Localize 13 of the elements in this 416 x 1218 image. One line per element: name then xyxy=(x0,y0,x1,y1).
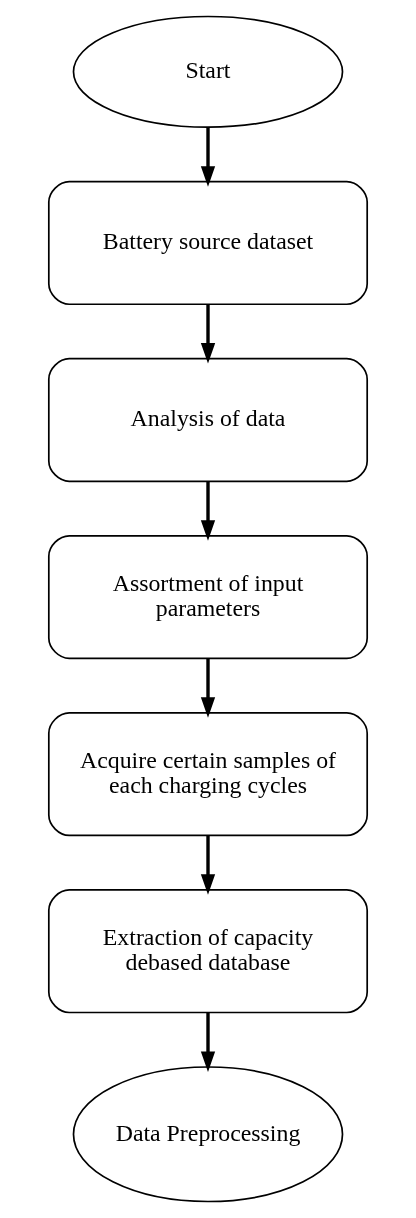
node-box: Acquire certain samples of each charging cycles xyxy=(47,712,369,837)
arrow xyxy=(200,304,216,364)
node-box: Battery source dataset xyxy=(47,180,369,306)
arrow xyxy=(200,1012,216,1072)
arrow xyxy=(200,835,216,895)
arrow xyxy=(200,658,216,718)
arrow xyxy=(200,481,216,541)
node-box: Assortment of input parameters xyxy=(47,534,369,660)
node-ellipse: Start xyxy=(72,15,344,128)
node-ellipse: Data Preprocessing xyxy=(72,1066,344,1203)
arrow xyxy=(200,127,216,187)
node-box: Analysis of data xyxy=(47,357,369,483)
node-box: Extraction of capacity debased database xyxy=(47,889,369,1014)
